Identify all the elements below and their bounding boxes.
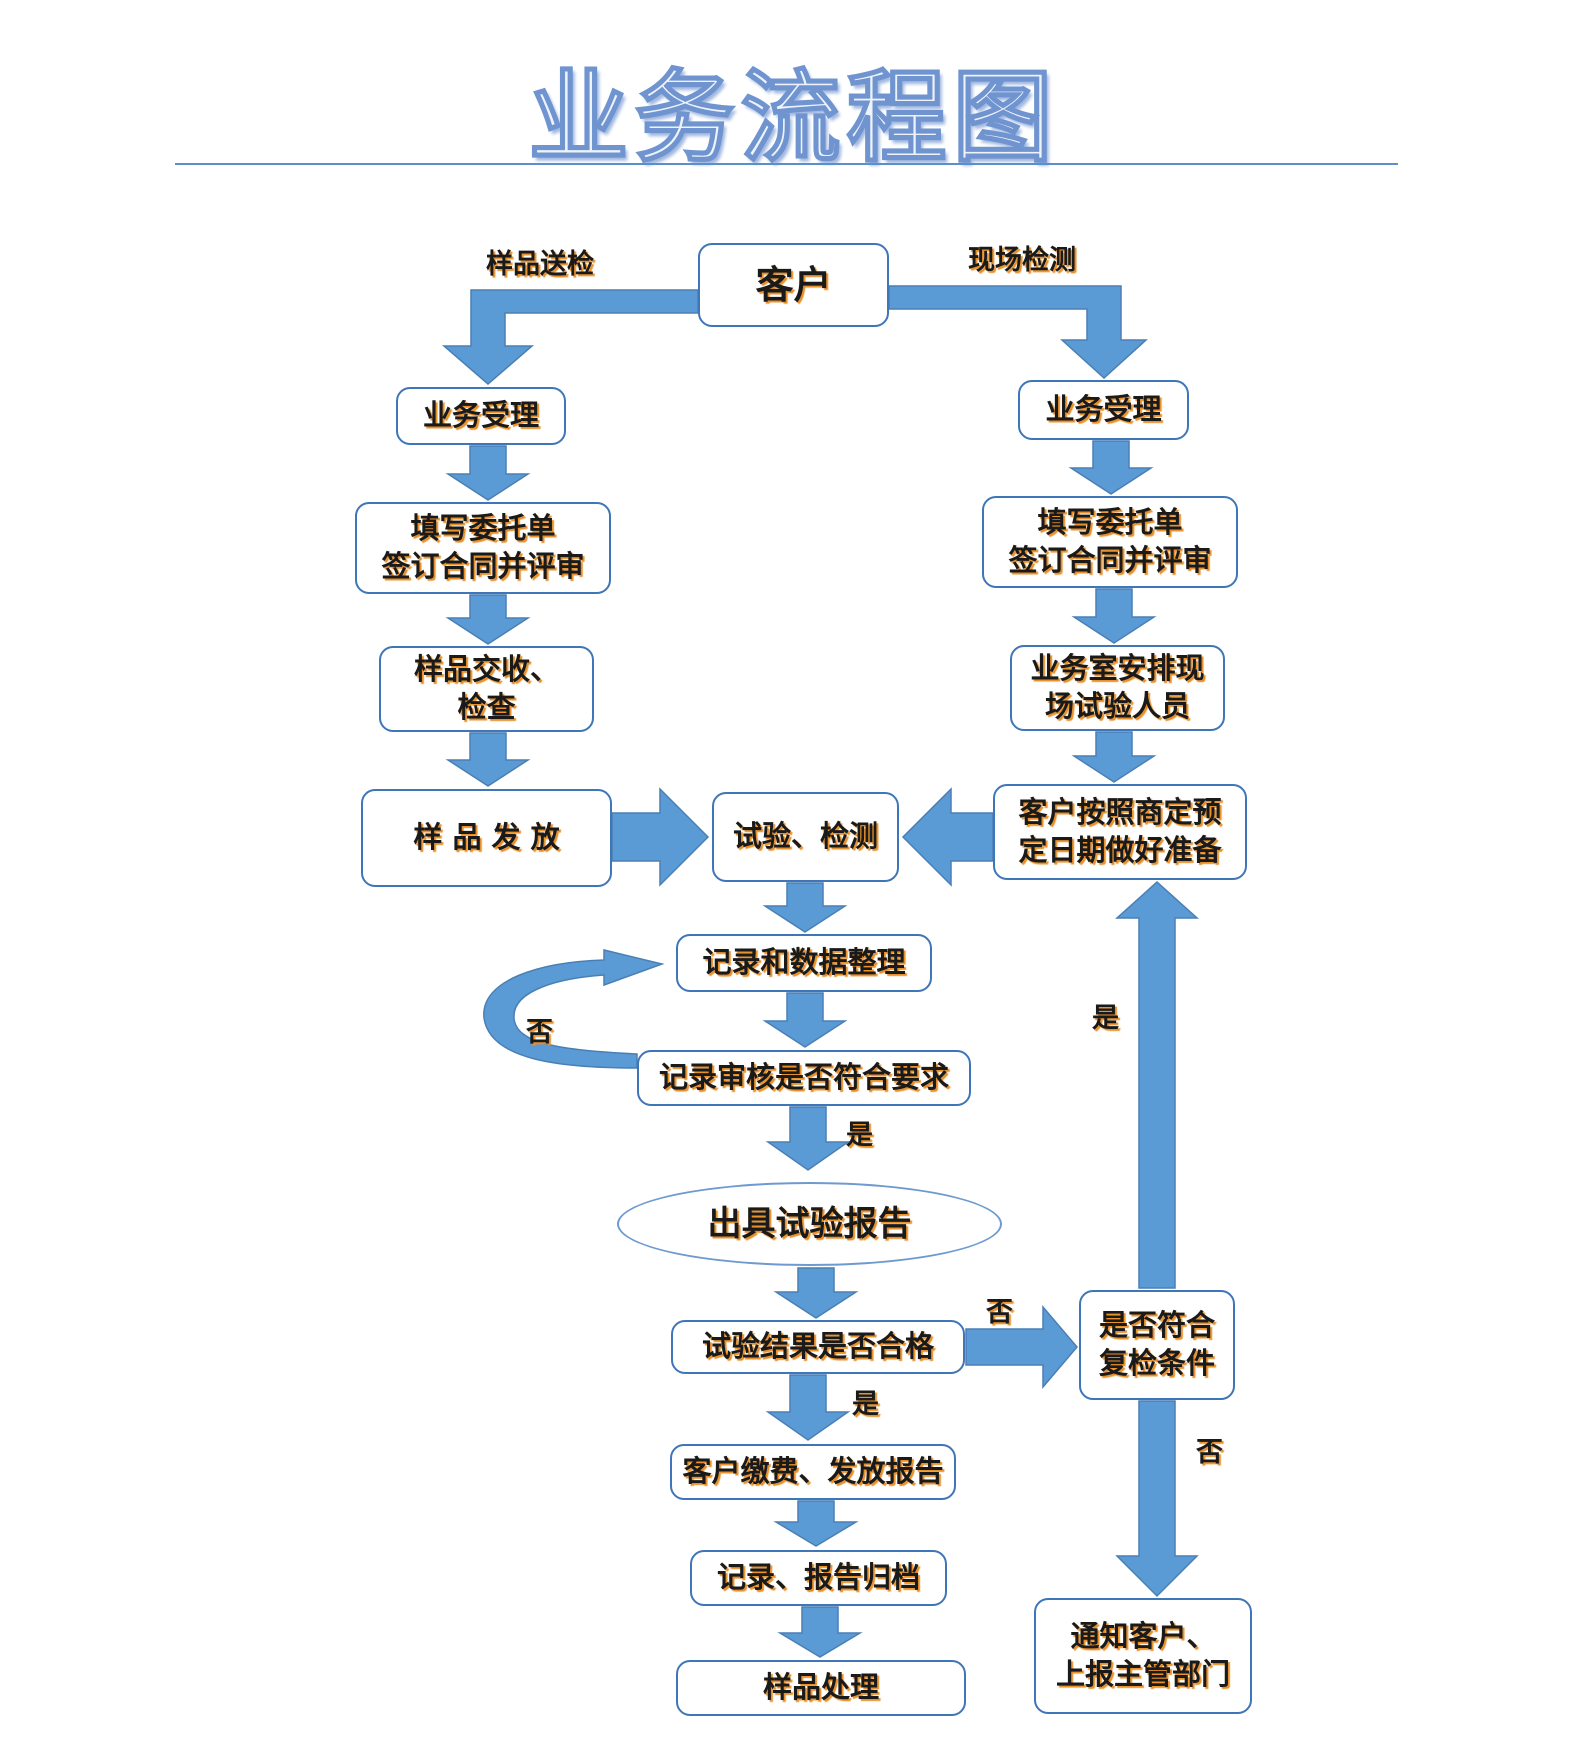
node-right-business-accept: 业务受理 <box>1018 380 1189 440</box>
node-sample-issue: 样 品 发 放 <box>361 789 612 887</box>
arrow-review-loop-back <box>483 949 665 1069</box>
arrow-right-contract-to-arrange <box>1071 588 1157 644</box>
arrow-prepare-to-test <box>901 787 994 887</box>
node-pay-report: 客户缴费、发放报告 <box>670 1444 956 1500</box>
page-title: 业务流程图 <box>528 58 1059 177</box>
label-sample-delivery: 样品送检 <box>486 249 594 280</box>
node-recheck: 是否符合 复检条件 <box>1079 1290 1235 1400</box>
label-result-no: 否 <box>986 1297 1013 1328</box>
title-divider <box>175 163 1398 165</box>
label-onsite-test: 现场检测 <box>968 245 1076 276</box>
arrow-review-to-report <box>765 1106 851 1171</box>
arrow-issue-to-test <box>611 787 710 887</box>
arrow-customer-to-left <box>441 289 699 385</box>
arrow-customer-to-right <box>888 285 1148 380</box>
node-issue-report: 出具试验报告 <box>617 1182 1002 1266</box>
node-notify: 通知客户、 上报主管部门 <box>1034 1598 1252 1714</box>
node-left-contract: 填写委托单 签订合同并评审 <box>355 502 611 594</box>
node-right-contract: 填写委托单 签订合同并评审 <box>982 496 1238 588</box>
arrow-report-to-result <box>773 1267 859 1319</box>
arrow-test-to-record <box>762 882 848 933</box>
label-review-yes: 是 <box>846 1120 873 1151</box>
arrow-receive-to-issue <box>445 732 531 787</box>
arrow-record-to-review <box>762 992 848 1048</box>
node-customer: 客户 <box>698 243 889 327</box>
arrow-archive-to-dispose <box>777 1606 863 1658</box>
node-test: 试验、检测 <box>712 792 899 882</box>
label-recheck-no: 否 <box>1196 1437 1223 1468</box>
arrow-result-to-pay <box>765 1374 851 1441</box>
node-record-review: 记录审核是否符合要求 <box>637 1050 971 1106</box>
label-recheck-yes: 是 <box>1092 1003 1119 1034</box>
node-arrange-staff: 业务室安排现 场试验人员 <box>1010 645 1225 731</box>
node-result-pass: 试验结果是否合格 <box>671 1320 965 1374</box>
arrow-pay-to-archive <box>773 1500 859 1547</box>
node-left-business-accept: 业务受理 <box>396 387 566 445</box>
node-record-data: 记录和数据整理 <box>676 934 932 992</box>
node-sample-receive: 样品交收、 检查 <box>379 646 594 732</box>
node-sample-dispose: 样品处理 <box>676 1660 966 1716</box>
arrow-recheck-to-notify <box>1115 1400 1199 1598</box>
node-archive: 记录、报告归档 <box>690 1550 947 1606</box>
arrow-recheck-to-prepare <box>1115 880 1199 1289</box>
arrow-right-accept-to-contract <box>1068 440 1154 495</box>
arrow-result-to-recheck <box>965 1304 1078 1390</box>
label-result-yes: 是 <box>852 1389 879 1420</box>
label-review-no: 否 <box>526 1017 553 1048</box>
arrow-left-contract-to-receive <box>445 594 531 645</box>
node-customer-prepare: 客户按照商定预 定日期做好准备 <box>993 784 1247 880</box>
arrow-left-accept-to-contract <box>445 445 531 501</box>
arrow-arrange-to-prepare <box>1071 731 1157 783</box>
